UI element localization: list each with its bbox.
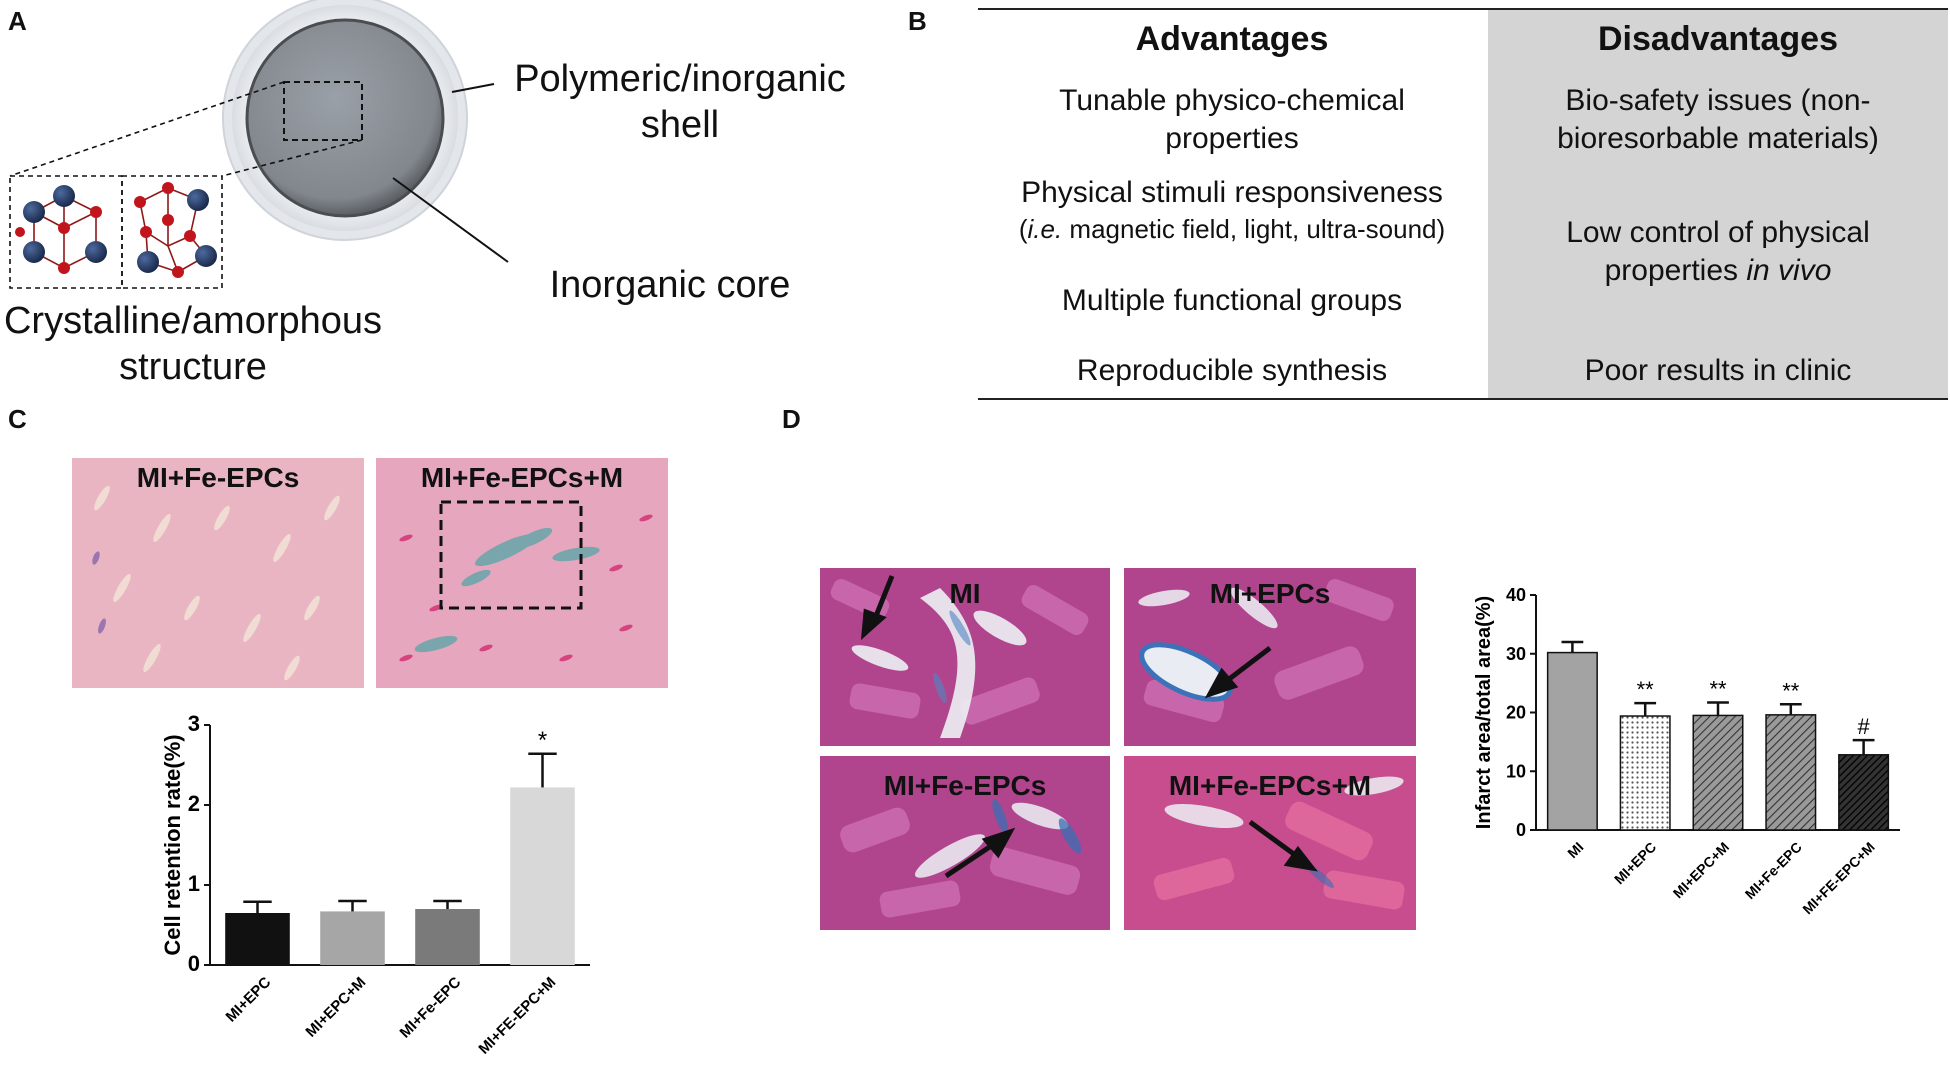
- tissue-image-mi-fe-epcs-m-d: MI+Fe-EPCs+M: [1124, 756, 1416, 930]
- advantage-tunable-line1: Tunable physico-chemical: [1059, 84, 1405, 117]
- zoom-box: [283, 81, 363, 141]
- crystalline-box: [9, 175, 123, 289]
- advantage-stimuli-sub: (i.e. magnetic field, light, ultra-sound…: [1018, 214, 1446, 244]
- category-label: MI+Fe-EPC: [397, 974, 465, 1042]
- structure-label: Crystalline/amorphous structure: [0, 298, 386, 390]
- panel-letter-d: D: [782, 404, 801, 434]
- tissue-label: MI: [949, 578, 981, 609]
- inorganic-core: [245, 18, 445, 218]
- disadvantages-column: Disadvantages Bio-safety issues (non- bi…: [1488, 10, 1948, 398]
- amorphous-atoms: [134, 182, 217, 278]
- advantage-tunable-line2: properties: [1165, 122, 1299, 155]
- advantages-column: Advantages Tunable physico-chemical prop…: [978, 10, 1486, 398]
- y-tick-label: 30: [1506, 644, 1526, 664]
- bar: [320, 911, 385, 965]
- core-label: Inorganic core: [549, 264, 791, 306]
- advantage-stimuli: Physical stimuli responsiveness (i.e. ma…: [978, 174, 1486, 246]
- y-tick-label: 0: [188, 951, 200, 976]
- disadvantage-control: Low control of physical properties in vi…: [1488, 214, 1948, 290]
- bar: [415, 909, 480, 965]
- structure-label-line2: structure: [119, 346, 267, 388]
- panel-letter-c: C: [8, 404, 27, 434]
- advantage-tunable: Tunable physico-chemical properties: [978, 82, 1486, 158]
- significance-mark: **: [1709, 677, 1727, 702]
- disadvantage-biosafety-line2: bioresorbable materials): [1557, 122, 1879, 155]
- advantages-header: Advantages: [1135, 20, 1329, 58]
- bar: [1838, 754, 1890, 831]
- tissue-label: MI+Fe-EPCs+M: [420, 462, 624, 493]
- y-tick-label: 2: [188, 791, 200, 816]
- tissue-label: MI+Fe-EPCs: [136, 462, 300, 493]
- category-label: MI+FE-EPC+M: [1799, 839, 1877, 917]
- advantage-synthesis: Reproducible synthesis: [1076, 354, 1388, 387]
- tissue-texture: [1153, 776, 1405, 910]
- y-tick-label: 40: [1506, 585, 1526, 605]
- tissue-label: MI+EPCs: [1209, 578, 1331, 609]
- disadvantages-header: Disadvantages: [1598, 20, 1838, 58]
- y-tick-label: 0: [1516, 820, 1526, 840]
- y-tick-label: 1: [188, 871, 200, 896]
- structure-label-line1: Crystalline/amorphous: [3, 300, 383, 342]
- category-label: MI+EPC+M: [302, 974, 369, 1041]
- tissue-image-mi-fe-epcs: MI+Fe-EPCs: [72, 458, 364, 688]
- significance-mark: *: [538, 727, 547, 754]
- category-label: MI+EPC: [223, 974, 275, 1026]
- tissue-label: MI+Fe-EPCs: [883, 770, 1047, 801]
- significance-mark: #: [1857, 714, 1870, 739]
- shell-label-line1: Polymeric/inorganic: [514, 58, 846, 100]
- category-label: MI+FE-EPC+M: [475, 974, 559, 1058]
- category-label: MI+EPC: [1611, 839, 1659, 887]
- tissue-texture: [830, 575, 1089, 738]
- shell-label-line2: shell: [640, 104, 720, 146]
- y-tick-label: 20: [1506, 703, 1526, 723]
- category-label: MI+Fe-EPC: [1742, 839, 1805, 902]
- y-axis-label: Cell retention rate(%): [160, 734, 185, 955]
- tissue-image-mi-epcs: MI+EPCs: [1124, 568, 1416, 746]
- tissue-image-mi-fe-epcs-m: MI+Fe-EPCs+M: [376, 458, 668, 688]
- crystalline-atoms: [15, 185, 107, 274]
- tissue-label: MI+Fe-EPCs+M: [1168, 770, 1372, 801]
- bar: [1692, 714, 1744, 831]
- bar: [1546, 651, 1598, 831]
- tissue-texture: [92, 485, 340, 681]
- y-tick-label: 3: [188, 715, 200, 736]
- category-label: MI: [1564, 839, 1586, 861]
- advantages-disadvantages-table: Advantages Tunable physico-chemical prop…: [978, 8, 1948, 400]
- advantage-functional-groups: Multiple functional groups: [1061, 284, 1403, 317]
- zoom-box: [439, 500, 583, 610]
- significance-mark: **: [1782, 678, 1800, 703]
- tissue-image-mi: MI: [820, 568, 1110, 746]
- tissue-texture: [1138, 579, 1394, 723]
- shell-label: Polymeric/inorganic shell: [490, 56, 870, 148]
- disadvantage-control-line2: properties in vivo: [1604, 254, 1832, 287]
- disadvantage-biosafety-line1: Bio-safety issues (non-: [1565, 84, 1871, 117]
- tissue-texture: [399, 500, 653, 662]
- bar: [225, 913, 290, 965]
- y-axis-label: Infarct area/total area(%): [1473, 596, 1495, 829]
- bar: [1619, 715, 1671, 831]
- bar: [510, 787, 575, 965]
- panel-letter-b: B: [908, 6, 927, 36]
- bar: [1765, 714, 1817, 831]
- significance-mark: **: [1637, 677, 1655, 702]
- tissue-image-mi-fe-epcs-d: MI+Fe-EPCs: [820, 756, 1110, 930]
- tissue-texture: [840, 798, 1082, 918]
- nanoparticle-diagram: [9, 0, 509, 289]
- disadvantage-control-line1: Low control of physical: [1566, 216, 1870, 249]
- category-label: MI+EPC+M: [1670, 839, 1732, 901]
- advantage-stimuli-main: Physical stimuli responsiveness: [1021, 176, 1443, 209]
- y-tick-label: 10: [1506, 761, 1526, 781]
- amorphous-box: [121, 175, 223, 289]
- panel-letter-a: A: [8, 6, 27, 36]
- disadvantage-clinic: Poor results in clinic: [1584, 354, 1852, 387]
- disadvantage-biosafety: Bio-safety issues (non- bioresorbable ma…: [1488, 82, 1948, 158]
